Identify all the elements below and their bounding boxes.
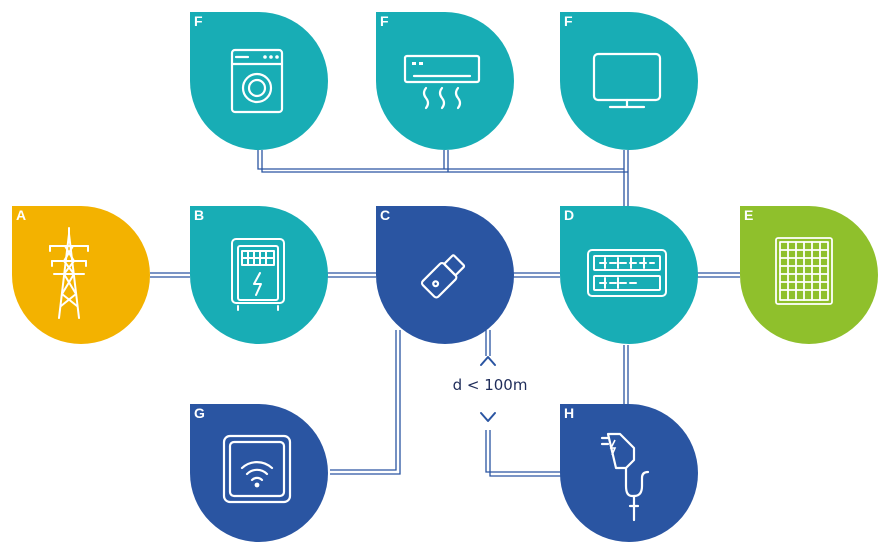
- connector-top-bus-1: [257, 150, 624, 170]
- node-c-label: C: [380, 207, 391, 223]
- washing-machine-icon: [230, 48, 284, 114]
- node-b-label: B: [194, 207, 205, 223]
- node-f-television: F: [560, 12, 698, 150]
- node-g-wifi-router: G: [190, 404, 328, 542]
- connector-top-bus-2: [261, 150, 628, 173]
- arrow-down-icon: [480, 412, 496, 422]
- node-g-label: G: [194, 405, 205, 421]
- node-f1-label: F: [194, 13, 203, 29]
- usb-dongle-icon: [420, 254, 466, 299]
- node-c-usb-dongle: C: [376, 206, 514, 344]
- node-f2-label: F: [380, 13, 389, 29]
- node-d-breaker-panel: D: [560, 206, 698, 344]
- wifi-router-icon: [222, 434, 292, 504]
- connector-c-h-2: [489, 330, 562, 477]
- television-icon: [592, 52, 662, 109]
- node-f-washing-machine: F: [190, 12, 328, 150]
- node-a-power-pylon: A: [12, 206, 150, 344]
- node-h-label: H: [564, 405, 575, 421]
- connector-c-g-1: [330, 330, 397, 471]
- breaker-panel-icon: [587, 249, 667, 297]
- air-conditioner-icon: [403, 54, 481, 110]
- node-d-label: D: [564, 207, 575, 223]
- solar-panel-icon: [775, 237, 833, 305]
- node-f-air-conditioner: F: [376, 12, 514, 150]
- connector-c-g-2: [330, 330, 401, 475]
- node-h-ev-charger: H: [560, 404, 698, 542]
- distance-label: d < 100m: [452, 376, 528, 394]
- electricity-meter-icon: [231, 238, 285, 311]
- arrow-up-icon: [480, 356, 496, 366]
- ev-charger-plug-icon: [600, 432, 650, 522]
- node-b-electricity-meter: B: [190, 206, 328, 344]
- node-e-solar-panel: E: [740, 206, 878, 344]
- node-f3-label: F: [564, 13, 573, 29]
- power-pylon-icon: [49, 227, 89, 319]
- node-e-label: E: [744, 207, 754, 223]
- node-a-label: A: [16, 207, 27, 223]
